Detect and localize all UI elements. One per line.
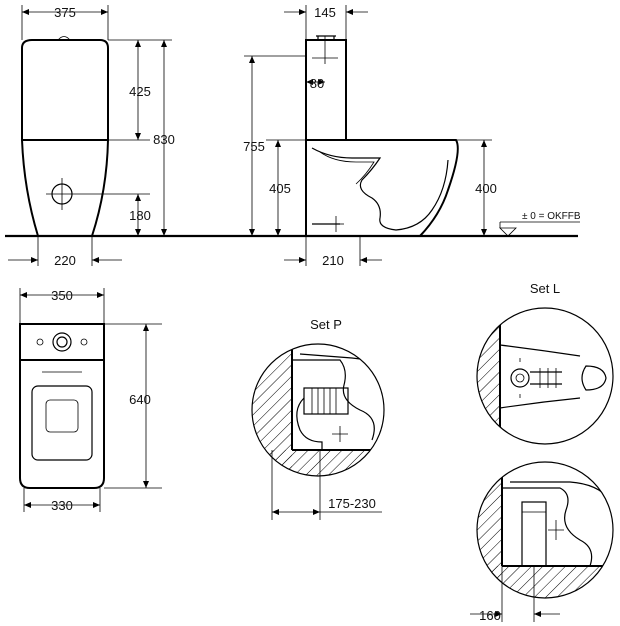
dim-outlet-height: 180 [129,208,151,223]
front-view: 375 220 425 830 180 [8,5,175,268]
dim-front-width-top: 375 [54,5,76,20]
dim-rim-height: 400 [475,181,497,196]
dim-tank-depth: 145 [314,5,336,20]
dim-outlet-offset: 210 [322,253,344,268]
side-view: 145 80 755 405 400 210 ± 0 = OKFFB [243,5,581,268]
set-p-detail: Set P 175-230 [251,317,385,520]
dim-front-width-base: 220 [54,253,76,268]
trap-channel [311,147,449,231]
set-l-upper-circle [476,307,614,445]
plan-tank-outline [19,323,105,361]
plan-view: 350 640 330 [19,288,162,513]
floor-reference-label: ± 0 = OKFFB [522,211,581,222]
dim-plan-width-base: 330 [51,498,73,513]
set-l-lower-circle [476,461,614,599]
dim-tank-inner: 80 [310,76,324,91]
side-body-outline [305,139,459,237]
set-p-circle [251,343,385,477]
set-p-range: 175-230 [328,496,376,511]
set-l-title: Set L [530,281,560,296]
set-l-detail: Set L [470,281,614,623]
set-l-offset: 160 [479,608,501,623]
front-tank-outline [21,39,109,141]
dim-plan-width-top: 350 [51,288,73,303]
front-bowl-outline [20,139,110,237]
dim-tank-height: 425 [129,84,151,99]
dim-seat-height: 755 [243,139,265,154]
plan-seat-outline [31,385,93,461]
set-p-title: Set P [310,317,342,332]
plan-bowl-outline [19,359,105,489]
dim-total-height: 830 [153,132,175,147]
dim-bowl-height: 405 [269,181,291,196]
dim-plan-length: 640 [129,392,151,407]
